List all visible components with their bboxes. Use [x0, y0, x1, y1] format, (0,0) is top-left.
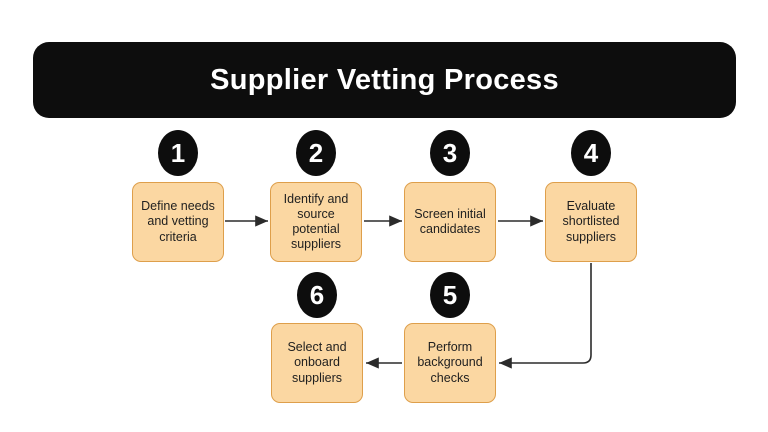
step-6-number-badge: 6 — [297, 272, 337, 318]
step-3-number-badge: 3 — [430, 130, 470, 176]
step-6-box: Select and onboard suppliers — [271, 323, 363, 403]
step-5-label: Perform background checks — [417, 340, 483, 385]
step-5-box: Perform background checks — [404, 323, 496, 403]
step-2-number-badge: 2 — [296, 130, 336, 176]
step-2-box: Identify and source potential suppliers — [270, 182, 362, 262]
title-banner: Supplier Vetting Process — [33, 42, 736, 118]
step-4-label: Evaluate shortlisted suppliers — [562, 199, 620, 244]
step-4-number-badge: 4 — [571, 130, 611, 176]
step-2-label: Identify and source potential suppliers — [283, 191, 349, 252]
step-1-box: Define needs and vetting criteria — [132, 182, 224, 262]
step-3-label: Screen initial candidates — [414, 206, 486, 236]
step-5-number-badge: 5 — [430, 272, 470, 318]
step-6-label: Select and onboard suppliers — [287, 340, 347, 385]
arrow-step4-to-step5 — [499, 263, 592, 369]
step-1-number-badge: 1 — [158, 130, 198, 176]
step-1-label: Define needs and vetting criteria — [141, 199, 215, 244]
step-3-box: Screen initial candidates — [404, 182, 496, 262]
step-4-box: Evaluate shortlisted suppliers — [545, 182, 637, 262]
page-title: Supplier Vetting Process — [210, 63, 559, 96]
